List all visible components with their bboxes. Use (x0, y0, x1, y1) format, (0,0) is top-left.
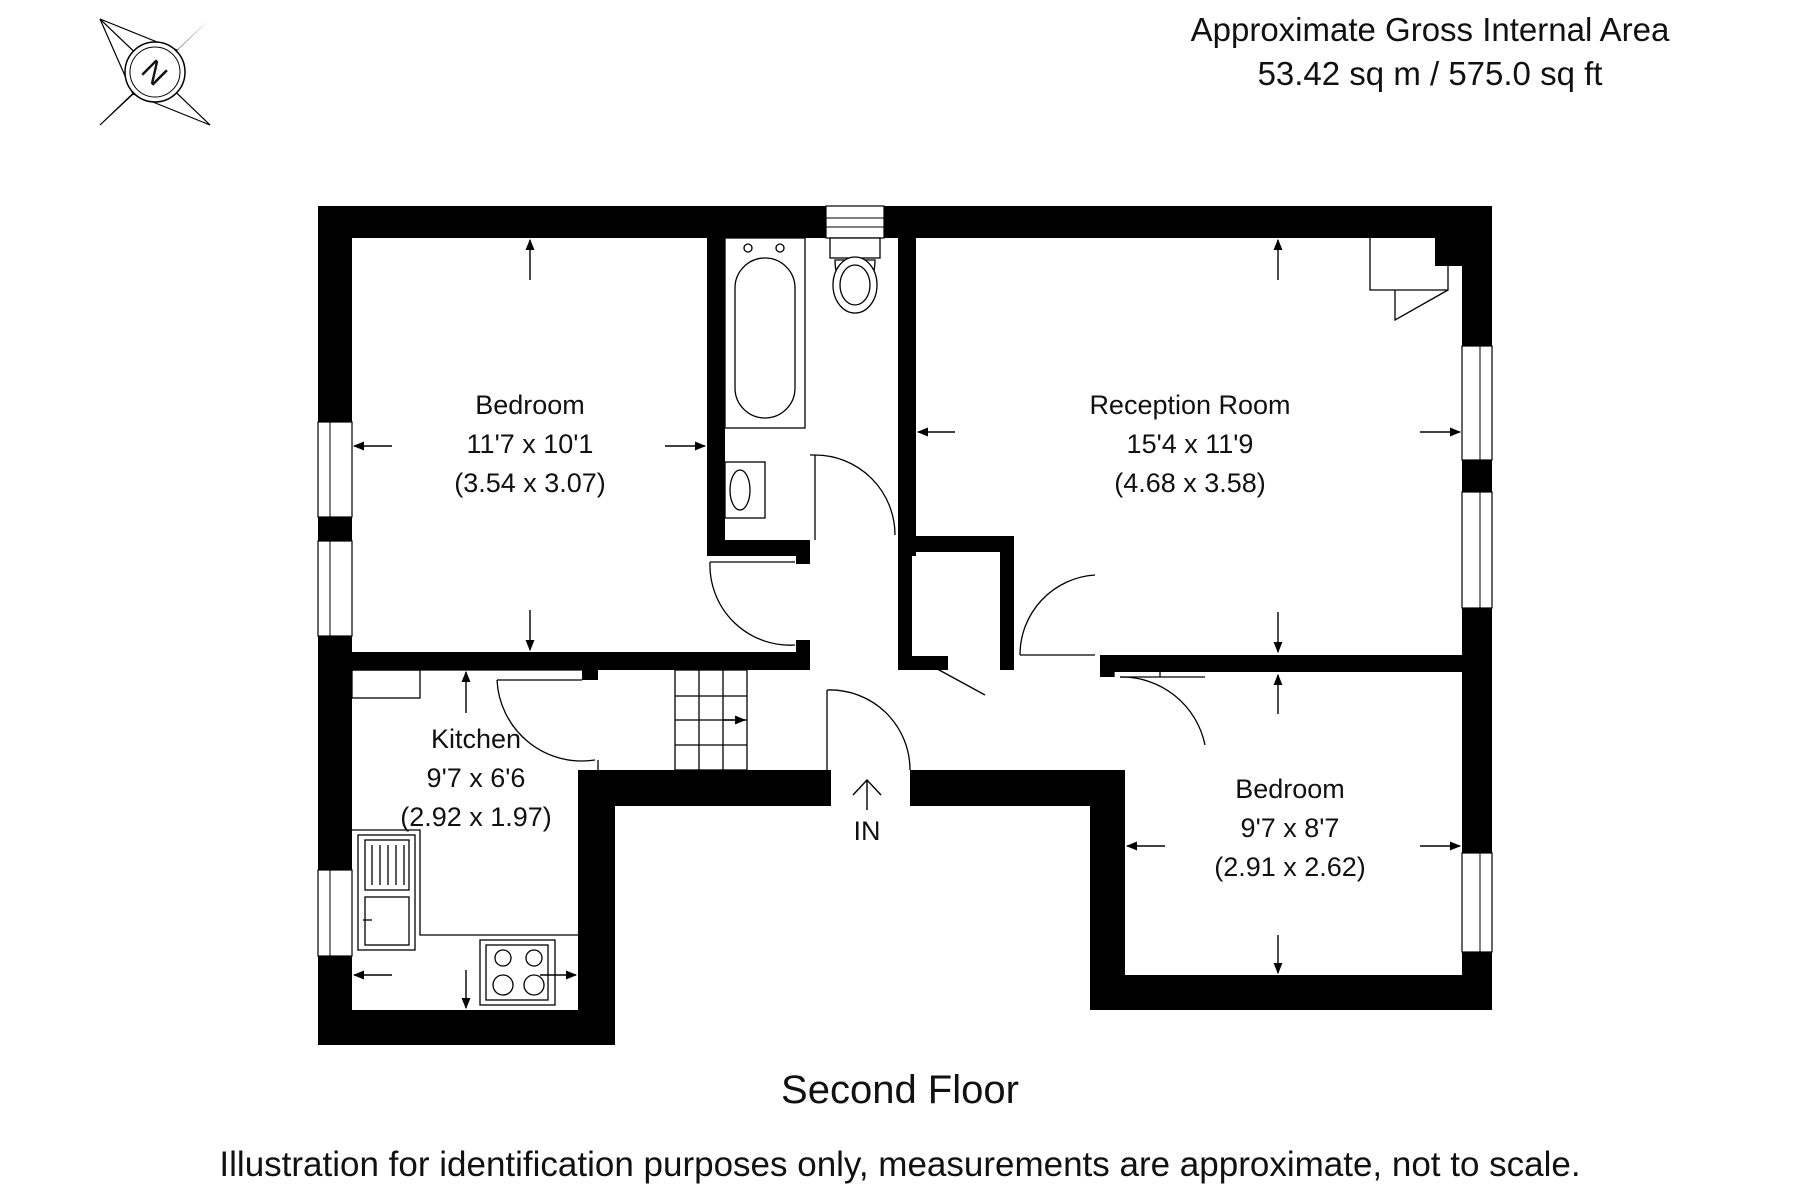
room-size-metric: (2.92 x 1.97) (400, 802, 552, 832)
room-size-metric: (3.54 x 3.07) (454, 468, 606, 498)
entrance-label: IN (854, 816, 881, 846)
area-header: Approximate Gross Internal Area 53.42 sq… (1130, 8, 1730, 96)
dimension-arrows (352, 238, 1462, 1010)
area-value: 53.42 sq m / 575.0 sq ft (1257, 55, 1603, 92)
room-bedroom-1: Bedroom 11'7 x 10'1 (3.54 x 3.07) (454, 390, 606, 498)
room-reception: Reception Room 15'4 x 11'9 (4.68 x 3.58) (1089, 390, 1290, 498)
doors (496, 289, 1449, 771)
room-size-imperial: 9'7 x 6'6 (427, 763, 526, 793)
toilet-icon (829, 237, 881, 314)
entrance-arrow-icon (852, 778, 882, 810)
room-size-metric: (2.91 x 2.62) (1214, 852, 1366, 882)
room-name: Kitchen (431, 724, 521, 754)
room-bedroom-2: Bedroom 9'7 x 8'7 (2.91 x 2.62) (1214, 774, 1366, 882)
room-size-imperial: 11'7 x 10'1 (467, 429, 594, 459)
windows (317, 205, 1493, 957)
sink-icon (724, 461, 766, 519)
room-kitchen: Kitchen 9'7 x 6'6 (2.92 x 1.97) (400, 724, 552, 832)
room-name: Bedroom (1235, 774, 1345, 804)
thin-lines (351, 238, 1449, 770)
room-name: Bedroom (475, 390, 585, 420)
stairs (674, 669, 748, 771)
room-size-imperial: 15'4 x 11'9 (1127, 429, 1254, 459)
area-title: Approximate Gross Internal Area (1190, 11, 1670, 48)
bath-icon (724, 237, 806, 429)
walls (318, 206, 1492, 1045)
compass-north-icon: N (99, 18, 211, 126)
kitchen-counter (352, 829, 578, 951)
room-size-metric: (4.68 x 3.58) (1114, 468, 1266, 498)
room-size-imperial: 9'7 x 8'7 (1241, 813, 1340, 843)
floor-title: Second Floor (781, 1068, 1019, 1112)
hob-icon (479, 939, 556, 1006)
disclaimer: Illustration for identification purposes… (219, 1145, 1581, 1184)
room-name: Reception Room (1089, 390, 1290, 420)
